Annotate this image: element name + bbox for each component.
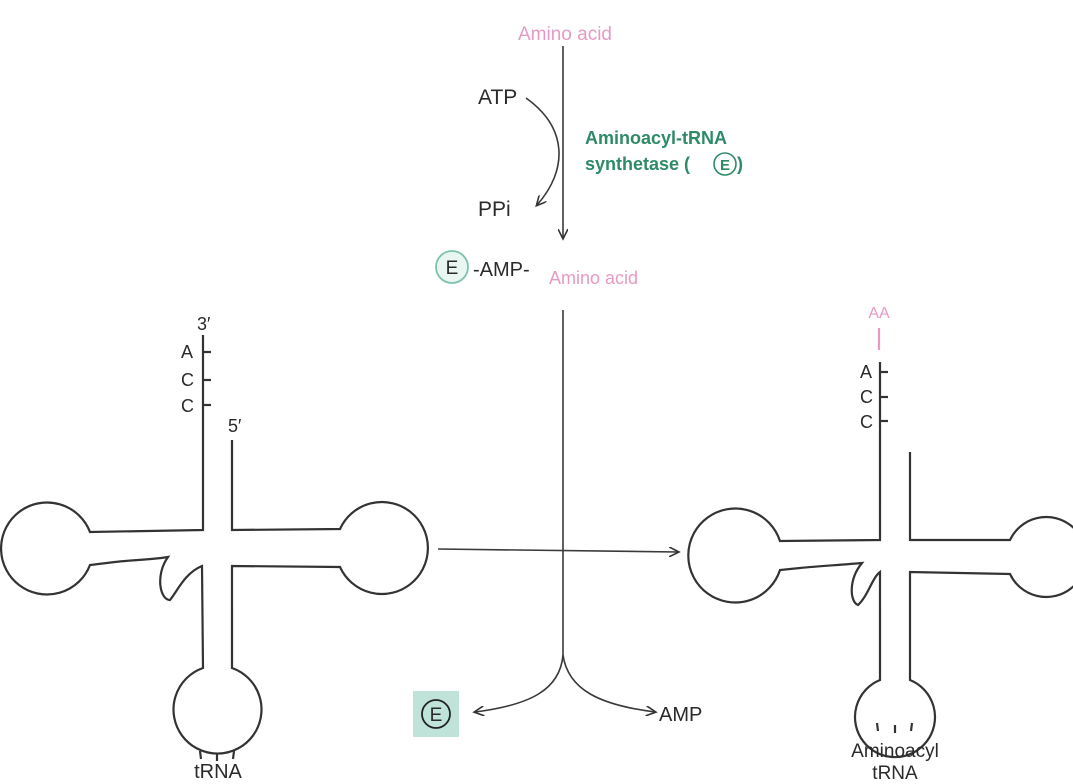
right-trna-caption-line2: tRNA	[872, 763, 918, 784]
left-trna-5prime-label: 5′	[228, 416, 242, 436]
right-trna-base-1: A	[860, 362, 872, 382]
left-trna-anticodon-tick-1	[198, 750, 203, 760]
enzyme-symbol: E	[720, 157, 730, 174]
right-trna-aa-label: AA	[868, 305, 890, 322]
intermediate-enzyme-symbol: E	[446, 258, 459, 279]
arrow-to-enzyme	[475, 654, 564, 712]
enzyme-name-line1: Aminoacyl-tRNA	[585, 128, 727, 148]
enzyme-symbol-circle	[713, 152, 737, 176]
arrow-to-amp	[562, 654, 655, 712]
amino-acid-label: Amino acid	[518, 24, 612, 45]
released-enzyme-box	[413, 691, 459, 737]
right-trna-anticodon-tick-3	[909, 722, 914, 732]
left-trna-base-2: C	[181, 370, 194, 390]
ppi-label: PPi	[478, 198, 511, 221]
left-trna	[0, 335, 429, 761]
left-trna-base-1: A	[181, 342, 193, 362]
intermediate-amp: -AMP-	[473, 259, 530, 281]
enzyme-name-close: )	[737, 154, 743, 174]
released-enzyme-circle	[421, 699, 451, 729]
left-trna-3prime-label: 3′	[197, 314, 211, 334]
enzyme-name-line2: synthetase (	[585, 154, 690, 174]
left-trna-anticodon-tick-3	[231, 750, 236, 760]
right-trna-base-2: C	[860, 387, 873, 407]
right-trna	[687, 328, 1073, 759]
right-trna-body	[687, 362, 1073, 759]
trna-transfer-arrow	[437, 549, 678, 552]
released-enzyme-symbol: E	[430, 705, 443, 726]
left-trna-caption: tRNA	[194, 761, 242, 783]
atp-to-ppi-arc	[525, 97, 560, 205]
right-trna-base-3: C	[860, 412, 873, 432]
right-trna-anticodon-tick-1	[875, 722, 880, 732]
left-trna-base-3: C	[181, 396, 194, 416]
amp-product-label: AMP	[659, 704, 702, 726]
atp-label: ATP	[478, 86, 517, 109]
right-trna-caption-line1: Aminoacyl	[851, 741, 939, 762]
intermediate-amino-acid: Amino acid	[549, 268, 638, 288]
left-trna-acceptor-stem	[0, 335, 429, 755]
intermediate-enzyme-circle	[435, 250, 469, 284]
